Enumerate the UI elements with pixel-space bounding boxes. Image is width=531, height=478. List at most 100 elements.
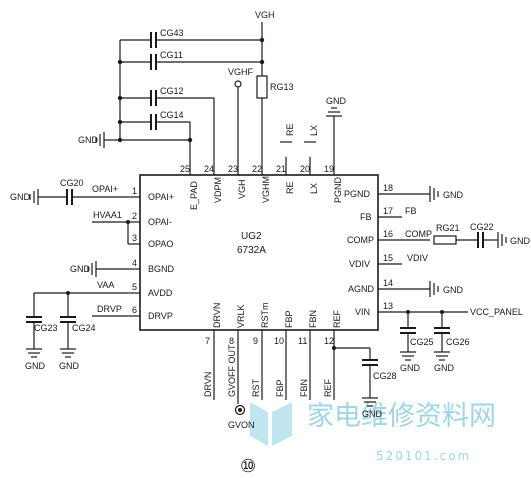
pin-num-17: 17	[383, 206, 393, 216]
gnd-label-cg26: GND	[434, 363, 455, 373]
pin-num-19: 19	[324, 164, 334, 174]
gnd-label-bgnd: GND	[70, 264, 91, 274]
pin-name-vin: VIN	[355, 307, 370, 317]
label-cg20: CG20	[60, 178, 84, 188]
gnd-label-top: GND	[78, 135, 99, 145]
pin-name-pgnd-top: PGND	[333, 176, 343, 203]
net-vghf: VGHF	[228, 67, 254, 77]
ic-body	[139, 174, 379, 331]
label-cg22: CG22	[470, 222, 494, 232]
pin-name-opai-plus: OPAI+	[148, 192, 174, 202]
pin-num-12: 12	[324, 336, 334, 346]
net-comp: COMP	[405, 229, 432, 239]
pin-name-pgnd-right: PGND	[344, 189, 371, 199]
pin-name-vrlk: VRLK	[236, 304, 246, 328]
pin-name-vdpm: VDPM	[213, 177, 223, 203]
pin-name-re: RE	[285, 181, 295, 194]
pin-name-lx: LX	[309, 183, 319, 194]
net-vcc-panel: VCC_PANEL	[470, 307, 523, 317]
pin-num-4: 4	[132, 258, 137, 268]
net-re: RE	[285, 123, 295, 136]
pin-num-21: 21	[276, 164, 286, 174]
label-cg11: CG11	[160, 50, 183, 60]
ic-part: 6732A	[237, 245, 266, 256]
pin-num-22: 22	[252, 164, 262, 174]
watermark: 家电维修资料网 520101.com	[250, 401, 496, 463]
vaa-drvp: VAA CG23 CG24 GND GND DRVP	[25, 280, 128, 371]
watermark-logo-icon	[250, 402, 292, 446]
pin-name-rstm: RSTm	[260, 303, 270, 329]
top-pins: 25 24 23 22 21 20 19 E_PAD VDPM VGH VGHM…	[180, 157, 343, 210]
pin-name-vdiv: VDIV	[349, 259, 370, 269]
net-rst: RST	[251, 378, 261, 397]
pin-name-epad: E_PAD	[189, 181, 199, 210]
label-rg13: RG13	[270, 82, 294, 92]
pin-num-23: 23	[228, 164, 238, 174]
pin-num-10: 10	[274, 336, 284, 346]
right-pins: 18 17 16 15 14 13 PGND FB COMP VDIV AGND…	[344, 183, 531, 373]
pin-num-16: 16	[383, 229, 393, 239]
net-vgh: VGH	[255, 10, 275, 20]
pin-num-20: 20	[300, 164, 310, 174]
re-lx-pgnd: RE LX GND	[280, 96, 347, 157]
pin-num-5: 5	[132, 282, 137, 292]
net-fbn: FBN	[299, 379, 309, 397]
gnd-label-cg22: GND	[510, 236, 531, 246]
net-drvp: DRVP	[97, 304, 122, 314]
opai-input: OPAI+ CG20 GND	[10, 178, 128, 205]
pin-num-1: 1	[132, 186, 137, 196]
pin-num-6: 6	[132, 305, 137, 315]
gnd-label-cg28: GND	[362, 409, 383, 419]
net-opai-plus: OPAI+	[92, 184, 118, 194]
pin-num-8: 8	[229, 336, 234, 346]
label-cg23: CG23	[34, 323, 58, 333]
vgh-network: VGH CG43 CG11 RG13 VGHF CG12	[78, 10, 294, 157]
bgnd-ground: GND	[70, 261, 128, 277]
pin-name-fbp: FBP	[284, 310, 294, 328]
pin-name-drvn: DRVN	[212, 303, 222, 328]
page-number: ⑩	[240, 456, 256, 477]
label-rg21: RG21	[436, 223, 460, 233]
pin-name-avdd: AVDD	[148, 288, 173, 298]
net-gvoff-out: GVOFF OUT	[227, 344, 237, 397]
pin-num-14: 14	[383, 278, 393, 288]
pin-name-vghm: VGHM	[261, 176, 271, 203]
ic-ref: UG2	[241, 231, 262, 242]
label-cg24: CG24	[72, 323, 96, 333]
net-ref: REF	[323, 378, 333, 397]
gnd-label-pgnd-top: GND	[326, 96, 347, 106]
label-cg12: CG12	[160, 86, 184, 96]
pin-name-agnd: AGND	[348, 284, 375, 294]
pin-name-ref: REF	[332, 309, 342, 328]
pin-name-opao: OPAO	[148, 239, 173, 249]
net-drvn: DRVN	[203, 372, 213, 397]
pin-num-13: 13	[383, 301, 393, 311]
gnd-label-agnd: GND	[443, 285, 464, 295]
pin-num-7: 7	[205, 336, 210, 346]
pin-name-drvp: DRVP	[148, 311, 173, 321]
net-vaa: VAA	[97, 280, 114, 290]
pin-num-18: 18	[383, 183, 393, 193]
label-cg14: CG14	[160, 110, 184, 120]
net-fbp: FBP	[275, 379, 285, 397]
pin-num-24: 24	[204, 164, 214, 174]
watermark-title: 家电维修资料网	[307, 401, 496, 432]
pin-name-comp: COMP	[347, 235, 374, 245]
watermark-url: 520101.com	[376, 449, 471, 463]
pin-num-2: 2	[132, 211, 137, 221]
pin-num-9: 9	[253, 336, 258, 346]
pin-num-11: 11	[298, 336, 307, 346]
bottom-pins: 7 8 9 10 11 12 DRVN VRLK RSTm FBP FBN RE…	[203, 303, 397, 431]
pin-name-vgh: VGH	[237, 179, 247, 199]
label-cg28: CG28	[373, 371, 397, 381]
left-pins: 1 2 3 4 5 6 OPAI+ OPAI- OPAO BGND AVDD D…	[128, 186, 175, 321]
pin-num-3: 3	[132, 233, 137, 243]
pin-name-fbn: FBN	[308, 310, 318, 328]
net-vdiv: VDIV	[407, 253, 428, 263]
pin-name-opai-minus: OPAI-	[148, 217, 172, 227]
net-hvaa1: HVAA1	[93, 210, 122, 220]
gnd-label-cg25: GND	[400, 363, 421, 373]
gnd-label-pin18: GND	[443, 190, 464, 200]
label-cg43: CG43	[160, 28, 184, 38]
hvaa1-loop: HVAA1	[92, 210, 130, 244]
